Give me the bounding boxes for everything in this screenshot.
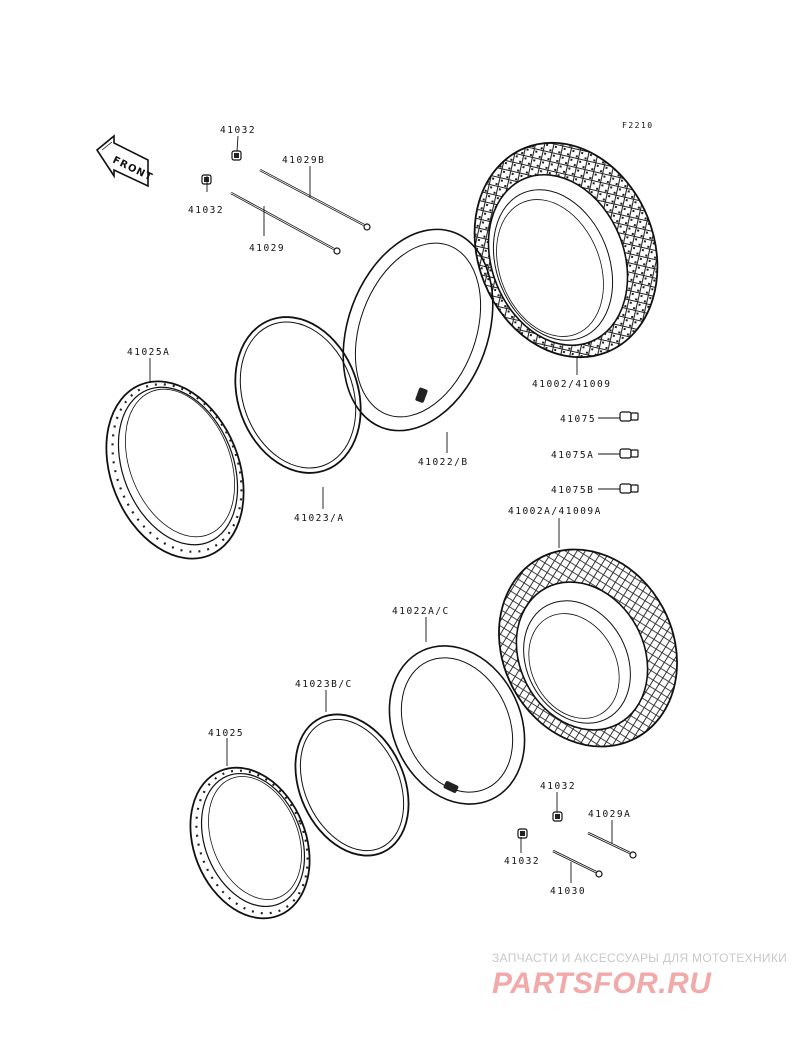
part-label-41030[interactable]: 41030 — [550, 886, 586, 897]
front-tube — [342, 228, 494, 432]
rear-tube — [388, 645, 526, 805]
part-labels: 41032 41032 41029B 41029 41025A 41023/A … — [127, 125, 631, 897]
part-label-41025[interactable]: 41025 — [208, 728, 244, 739]
rear-rim-band — [294, 713, 410, 857]
part-label-41032[interactable]: 41032 — [540, 781, 576, 792]
nut-icon — [552, 811, 563, 822]
valve-cap-icon — [619, 448, 639, 459]
part-label-41075[interactable]: 41075 — [560, 414, 596, 425]
front-rim — [105, 380, 245, 560]
part-label-41075a[interactable]: 41075A — [551, 450, 594, 461]
part-label-41029b[interactable]: 41029B — [282, 155, 325, 166]
part-label-41029a[interactable]: 41029A — [588, 809, 631, 820]
rear-tire — [498, 548, 678, 748]
front-arrow-icon: FRONT — [95, 134, 154, 188]
part-label-41002[interactable]: 41002/41009 — [532, 379, 611, 390]
valve-icon — [415, 387, 428, 403]
part-label-41032[interactable]: 41032 — [188, 205, 224, 216]
part-label-41032[interactable]: 41032 — [220, 125, 256, 136]
nut-icon — [201, 174, 212, 185]
spoke-icon — [552, 849, 603, 878]
front-rim-band — [234, 316, 362, 474]
spoke-icon — [587, 831, 637, 859]
part-label-41022ac[interactable]: 41022A/C — [392, 606, 450, 617]
part-label-41022b[interactable]: 41022/B — [418, 457, 469, 468]
nut-icon — [517, 828, 528, 839]
leader-lines — [149, 135, 620, 883]
rear-rim — [189, 766, 311, 920]
watermark-tagline: ЗАПЧАСТИ И АКСЕССУАРЫ ДЛЯ МОТОТЕХНИКИ — [492, 951, 787, 965]
part-label-41029[interactable]: 41029 — [249, 243, 285, 254]
part-label-41023bc[interactable]: 41023B/C — [295, 679, 353, 690]
part-label-41032[interactable]: 41032 — [504, 856, 540, 867]
valve-icon — [443, 781, 459, 793]
watermark-logo: PARTSFOR.RU — [492, 967, 712, 1000]
part-label-41023a[interactable]: 41023/A — [294, 513, 345, 524]
part-label-41025a[interactable]: 41025A — [127, 347, 170, 358]
valve-cap-icon — [619, 483, 639, 494]
front-tire — [473, 141, 659, 359]
watermark: ЗАПЧАСТИ И АКСЕССУАРЫ ДЛЯ МОТОТЕХНИКИ PA… — [492, 951, 787, 1000]
valve-cap-icon — [619, 411, 639, 422]
part-label-41002a[interactable]: 41002A/41009A — [508, 506, 602, 517]
spoke-icon — [230, 191, 341, 255]
spoke-icon — [259, 168, 371, 231]
part-label-41075b[interactable]: 41075B — [551, 485, 594, 496]
nut-icon — [231, 150, 242, 161]
diagram-code: F2210 — [622, 121, 654, 130]
